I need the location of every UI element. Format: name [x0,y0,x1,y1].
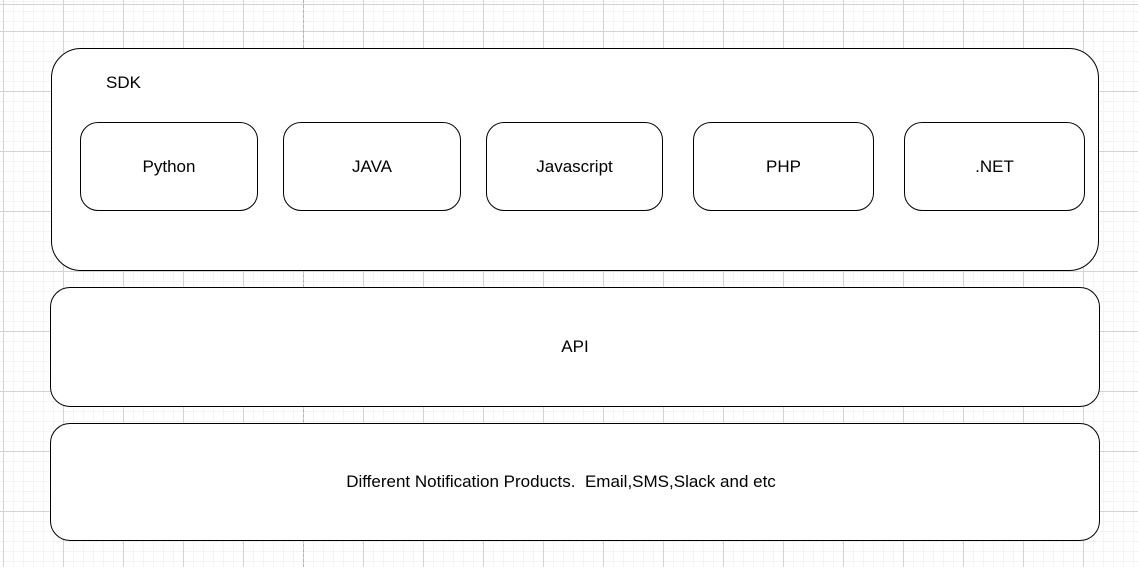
node-dotnet[interactable]: .NET [904,122,1085,211]
node-label: JAVA [352,156,392,176]
node-api[interactable]: API [50,287,1100,407]
node-label: Different Notification Products. Email,S… [346,472,776,491]
node-python[interactable]: Python [80,122,258,211]
node-php[interactable]: PHP [693,122,874,211]
node-javascript[interactable]: Javascript [486,122,663,211]
node-label: PHP [766,156,801,176]
node-label: Python [142,156,196,176]
page-break-line [303,0,304,567]
node-label: API [561,337,589,356]
node-notification-products[interactable]: Different Notification Products. Email,S… [50,423,1100,541]
sdk-group-label: SDK [106,73,141,92]
node-label: Javascript [536,156,613,176]
node-label: .NET [975,156,1014,176]
node-java[interactable]: JAVA [283,122,461,211]
